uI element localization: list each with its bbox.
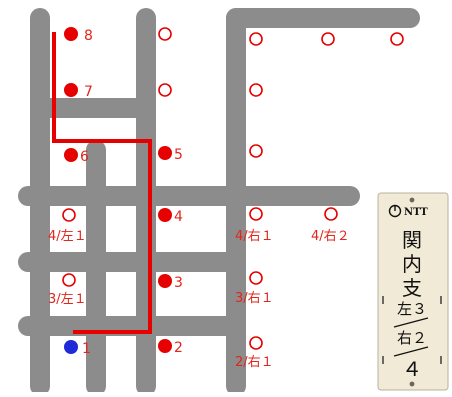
branch-right-2: 2/右１	[235, 336, 274, 370]
pole-3-label: 3	[174, 275, 183, 291]
pole-8-label: 8	[84, 28, 93, 44]
pole-3-dot	[158, 274, 172, 288]
pole-4-label: 4	[174, 209, 183, 225]
plate-title-char-2: 内	[402, 252, 422, 276]
pole-2-label: 2	[174, 340, 183, 356]
branch-right-3: 3/右１	[235, 271, 274, 306]
hollow-pole	[158, 83, 172, 97]
branch-right-4-2: 4/右２	[311, 207, 350, 244]
pole-2-dot	[158, 339, 172, 353]
branch-right-4-1-dot	[249, 207, 263, 221]
branch-left-4: 4/左１	[48, 208, 87, 244]
plate-title-char-1: 関	[402, 228, 422, 252]
ntt-plate: NTT 関 内 支 左３ 右２ ４	[377, 192, 449, 391]
branch-left-3-label: 3/左１	[48, 292, 87, 307]
plate-screw-top	[409, 197, 415, 203]
pole-6-label: 6	[80, 149, 89, 165]
branch-right-4-2-label: 4/右２	[311, 229, 350, 244]
branch-right-3-dot	[249, 271, 263, 285]
plate-divider-1	[393, 317, 429, 328]
branch-left-3-dot	[62, 273, 76, 287]
pole-4-dot	[158, 208, 172, 222]
ntt-logo-text: NTT	[404, 207, 428, 218]
plate-line-3: ４	[402, 357, 422, 381]
branch-right-4-1: 4/右１	[235, 207, 274, 244]
pole-1-label: 1	[82, 341, 91, 357]
pole-4: 4	[158, 208, 183, 225]
plate-screw-bottom	[409, 381, 415, 387]
branch-right-2-label: 2/右１	[235, 355, 274, 370]
plate-body	[377, 192, 449, 391]
hollow-pole	[249, 32, 263, 46]
pole-3: 3	[158, 274, 183, 291]
pole-7-label: 7	[84, 84, 93, 100]
pole-5: 5	[158, 146, 183, 163]
road-network	[18, 8, 420, 396]
pole-1: 1	[64, 340, 91, 357]
branch-right-4-2-dot	[324, 207, 338, 221]
marker-layer: 8 7 6 5 4	[48, 27, 404, 370]
hollow-pole	[249, 83, 263, 97]
branch-right-3-label: 3/右１	[235, 291, 274, 306]
pole-7: 7	[64, 83, 93, 100]
pole-2: 2	[158, 339, 183, 356]
pole-5-dot	[158, 146, 172, 160]
unlabeled-hollow-poles	[158, 27, 404, 158]
pole-6: 6	[64, 148, 89, 165]
plate-line-1: 左３	[397, 300, 427, 318]
branch-left-3: 3/左１	[48, 273, 87, 307]
route-line	[52, 32, 152, 334]
plate-divider-2	[393, 346, 429, 357]
plate-line-2: 右２	[397, 329, 427, 347]
pole-8: 8	[64, 27, 93, 44]
branch-left-4-label: 4/左１	[48, 229, 87, 244]
hollow-pole	[158, 27, 172, 41]
pole-5-label: 5	[174, 147, 183, 163]
pole-8-dot	[64, 27, 78, 41]
branch-right-2-dot	[249, 336, 263, 350]
pole-6-dot	[64, 148, 78, 162]
branch-left-4-dot	[62, 208, 76, 222]
pole-7-dot	[64, 83, 78, 97]
hollow-pole	[249, 144, 263, 158]
pole-1-dot	[64, 340, 78, 354]
hollow-pole	[321, 32, 335, 46]
plate-title-char-3: 支	[402, 276, 422, 300]
ntt-logo-icon	[388, 204, 402, 218]
hollow-pole	[390, 32, 404, 46]
branch-right-4-1-label: 4/右１	[235, 229, 274, 244]
